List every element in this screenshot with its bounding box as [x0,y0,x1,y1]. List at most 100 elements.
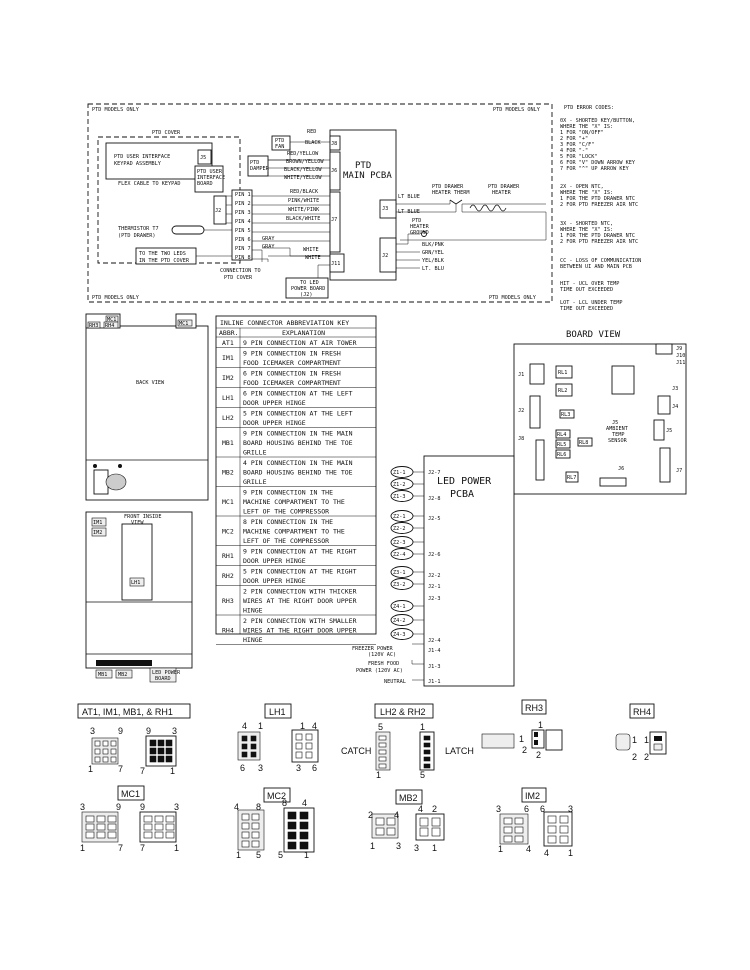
j2-cover-box [213,195,227,225]
board-label-j9: J9 [676,346,682,352]
key-explanation-line: DOOR UPPER HINGE [243,399,306,407]
mc1-f-1: 1 [80,843,85,853]
im2-m-1: 1 [568,848,573,858]
key-explanation-line: MACHINE COMPARTMENT TO THE [243,528,345,536]
at1-title-box [77,703,191,719]
at1-f-1: 1 [88,764,93,774]
connector-pin [423,735,431,741]
board-label-rl2: RL2 [558,388,567,394]
connector-pin [241,751,248,758]
mb2-title: MB2 [399,793,418,803]
mb2-f-4: 4 [394,810,399,820]
mc2-title: MC2 [267,791,286,801]
fresh-power-line1: FRESH FOOD [368,661,399,667]
front-led-board-line2: BOARD [155,676,171,682]
front-tag-im2-bg [91,527,107,537]
rh4-m-2: 2 [644,752,649,762]
led-pcba-line2: PCBA [450,489,474,500]
connector-pin [378,735,387,741]
key-title: INLINE CONNECTOR ABBREVIATION KEY [220,319,349,327]
latch-label: LATCH [445,746,474,756]
freezer-power-line2: (120V AC) [368,652,396,658]
wire-white-yellow: WHITE/YELLOW [284,175,322,181]
connector-pin [107,815,117,823]
board-rl7 [565,471,579,483]
led-oval-label: Z3-1 [393,570,406,576]
mb2-f-3: 3 [396,841,401,851]
front-toe-grille [96,660,152,666]
pin-3: PIN 3 [235,210,251,216]
wire-gray-1: GRAY [262,236,275,242]
ptd-models-only-bl: PTD MODELS ONLY [92,295,140,301]
heater-therm-switch [449,199,463,205]
ptd-damper-box [247,155,269,177]
j5-label: J5 [200,155,206,161]
led-board-line3: (J2) [300,292,313,298]
board-label-j4: J4 [672,404,678,410]
key-explanation-line: DOOR UPPER HINGE [243,577,306,585]
board-label-j10: J10 [676,353,685,359]
led-jack-j2-6: J2-6 [428,552,441,558]
front-tag-lh1-bg [129,577,145,587]
rh4-pin-b [653,743,663,751]
connector-pin [305,742,313,750]
connector-pin [547,825,557,834]
ui-board-line2: INTERFACE [197,175,225,181]
connector-pin [386,827,396,836]
error-line-7: 6 FOR "V" DOWN ARROW KEY [560,160,636,166]
at1-title: AT1, IM1, MB1, & RH1 [82,707,173,717]
ptd-fan-box [271,135,291,151]
connector-pin [514,817,524,825]
mc1-m-1: 1 [174,843,179,853]
connector-pin [287,831,297,840]
led-board-line2: POWER BOARD [291,286,325,292]
ptd-section: PTD MODELS ONLY PTD MODELS ONLY PTD MODE… [87,103,553,303]
connector-pin [143,815,153,823]
connector-pin [251,813,260,821]
pin-5: PIN 5 [235,228,251,234]
mb2-m-2: 2 [432,804,437,814]
key-abbr: RH1 [222,552,234,560]
mc1-m-7: 7 [140,843,145,853]
heater-ground-line1: PTD [412,218,421,224]
error-line-11: WHERE THE "X" IS: [560,190,613,196]
mc1-title-box [117,785,145,801]
j3-label: J3 [382,206,388,212]
connector-pin [165,831,175,839]
key-explanation-line: LEFT OF THE COMPRESSOR [243,508,329,516]
at1-m-3: 3 [172,726,177,736]
sensor-line3: TEMP [612,432,625,438]
j2-pcba-label: J2 [382,253,388,259]
j8-label: J8 [331,141,337,147]
connector-pin [149,747,157,755]
ui-board-line3: BOARD [197,181,213,187]
led-jack-j2-5: J2-5 [428,516,441,522]
lh1-f-1: 1 [258,721,263,731]
led-jack-j2-1: J2-1 [428,584,441,590]
board-rl1-block [529,363,545,385]
fan-damper-wires [267,141,330,177]
wire-brown-yellow: BROWN/YELLOW [286,159,324,165]
im2-f-1: 1 [498,844,503,854]
error-line-23: HIT - UCL OVER TEMP [560,281,619,287]
connector-pin [94,756,101,763]
im2-m-3: 3 [568,804,573,814]
error-line-13: 2 FOR PTD FREEZER AIR NTC [560,202,638,208]
main-pcba-line1: PTD [355,161,371,171]
connector-pin [96,815,106,823]
ptd-damper-line1: PTD [250,160,259,166]
neutral-label: NEUTRAL [384,679,406,685]
led-oval-label: Z1-1 [393,470,406,476]
im2-m-6: 6 [540,804,545,814]
lh1-f-3: 3 [258,763,263,773]
board-label-rl6: RL6 [557,452,566,458]
connector-pin [102,748,109,755]
board-label-j5: J5 [666,428,672,434]
error-line-4: 3 FOR "C/F" [560,142,594,148]
error-codes-title: PTD ERROR CODES: [564,105,614,111]
mc2-f-4: 4 [234,802,239,812]
led-jack-j2-4: J2-4 [428,638,441,644]
front-tag-im1-bg [91,517,107,527]
pin-8: PIN 8 [235,255,251,261]
key-col-explanation: EXPLANATION [282,329,325,337]
